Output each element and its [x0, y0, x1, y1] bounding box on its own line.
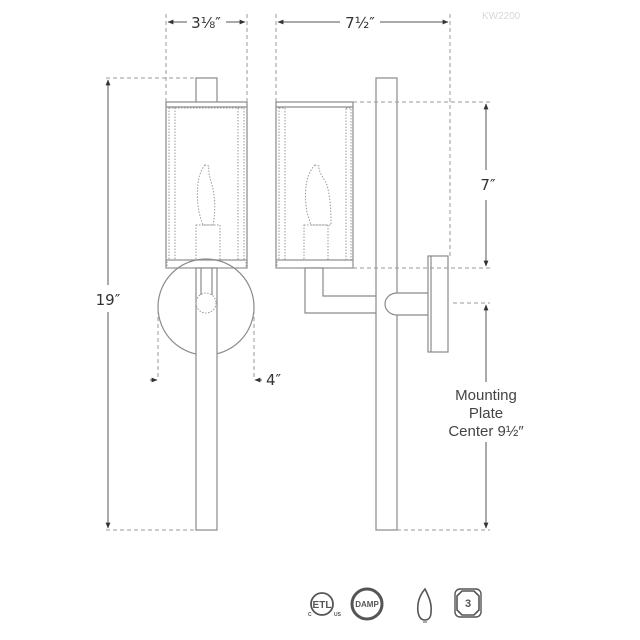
- damp-rated-icon: DAMP: [350, 587, 384, 621]
- certification-icons: ETL C US DAMP 3: [308, 587, 482, 623]
- front-view: 3⅛″ 19″ 4″: [96, 14, 282, 531]
- extension-label: 7½″: [345, 14, 375, 32]
- front-width-label: 3⅛″: [191, 14, 221, 32]
- svg-text:ETL: ETL: [313, 600, 332, 611]
- mounting-label-line2: Plate: [469, 405, 503, 422]
- watermark-text: KW2200: [482, 11, 521, 22]
- svg-text:3: 3: [465, 598, 471, 610]
- mounting-label-line1: Mounting: [455, 387, 517, 404]
- bulb-count-icon: 3: [454, 588, 482, 618]
- side-view: 7½″ 7″ Mounting Plate Center 9½″: [275, 14, 524, 531]
- backplate-diameter-label: 4″: [266, 371, 282, 389]
- svg-text:C: C: [308, 612, 312, 618]
- mounting-label-line3: Center 9½″: [448, 423, 524, 440]
- svg-text:US: US: [334, 612, 342, 618]
- shade-height-label: 7″: [480, 176, 496, 194]
- svg-text:DAMP: DAMP: [355, 600, 379, 609]
- front-height-label: 19″: [96, 291, 121, 309]
- etl-listed-icon: ETL C US: [308, 592, 342, 618]
- candelabra-bulb-icon: [416, 587, 432, 623]
